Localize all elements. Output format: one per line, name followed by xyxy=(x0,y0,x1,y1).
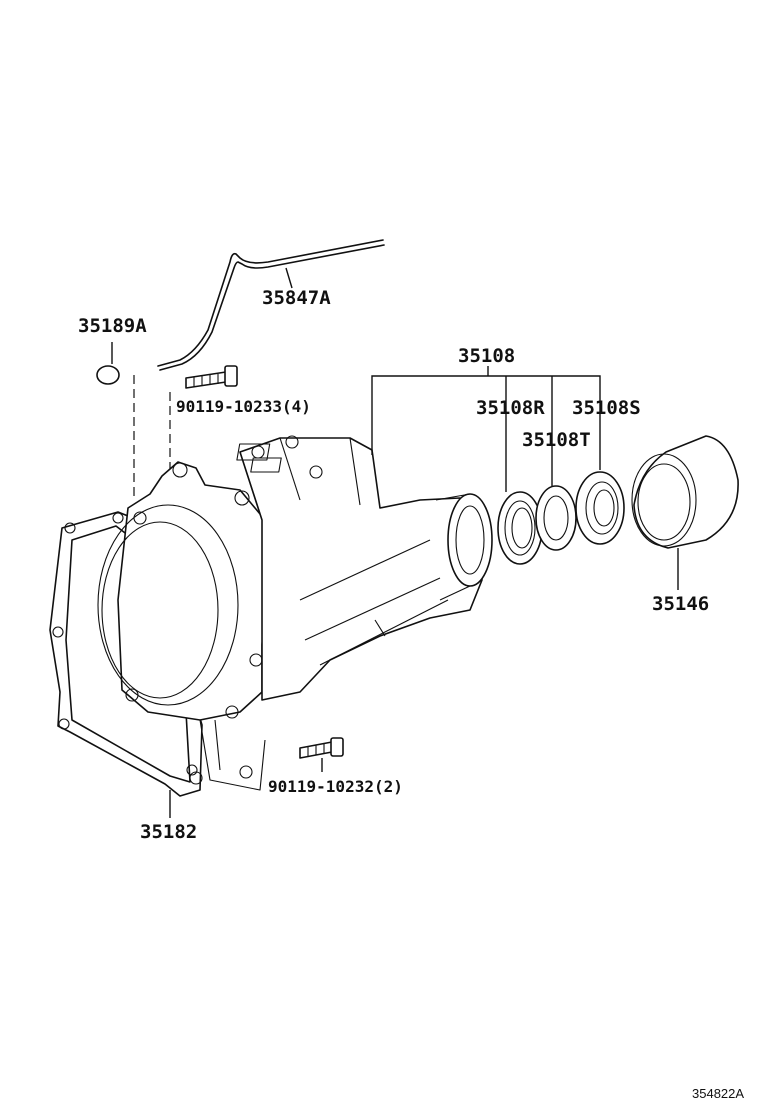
extension-housing-drawing xyxy=(97,435,493,791)
breather-pipe-drawing xyxy=(157,239,385,371)
label-35108t: 35108T xyxy=(522,429,591,451)
dust-seal-drawing xyxy=(575,471,625,545)
upper-bolt-drawing xyxy=(169,365,238,470)
plug-drawing xyxy=(96,342,135,500)
label-35189a: 35189A xyxy=(78,315,147,337)
dust-cover-drawing xyxy=(631,435,739,590)
oil-seal-drawing xyxy=(497,491,543,565)
label-35108: 35108 xyxy=(458,345,515,367)
ring-drawing xyxy=(535,485,577,551)
label-bolt-upper: 90119-10233(4) xyxy=(176,397,311,416)
lower-bolt-drawing xyxy=(299,737,344,772)
label-35146: 35146 xyxy=(652,593,709,615)
label-bolt-lower: 90119-10232(2) xyxy=(268,777,403,796)
label-35847a: 35847A xyxy=(262,287,331,309)
diagram-reference-code: 354822A xyxy=(692,1086,744,1101)
label-35182: 35182 xyxy=(140,821,197,843)
part-group-bracket xyxy=(371,366,601,492)
label-35108s: 35108S xyxy=(572,397,641,419)
label-35108r: 35108R xyxy=(476,397,545,419)
